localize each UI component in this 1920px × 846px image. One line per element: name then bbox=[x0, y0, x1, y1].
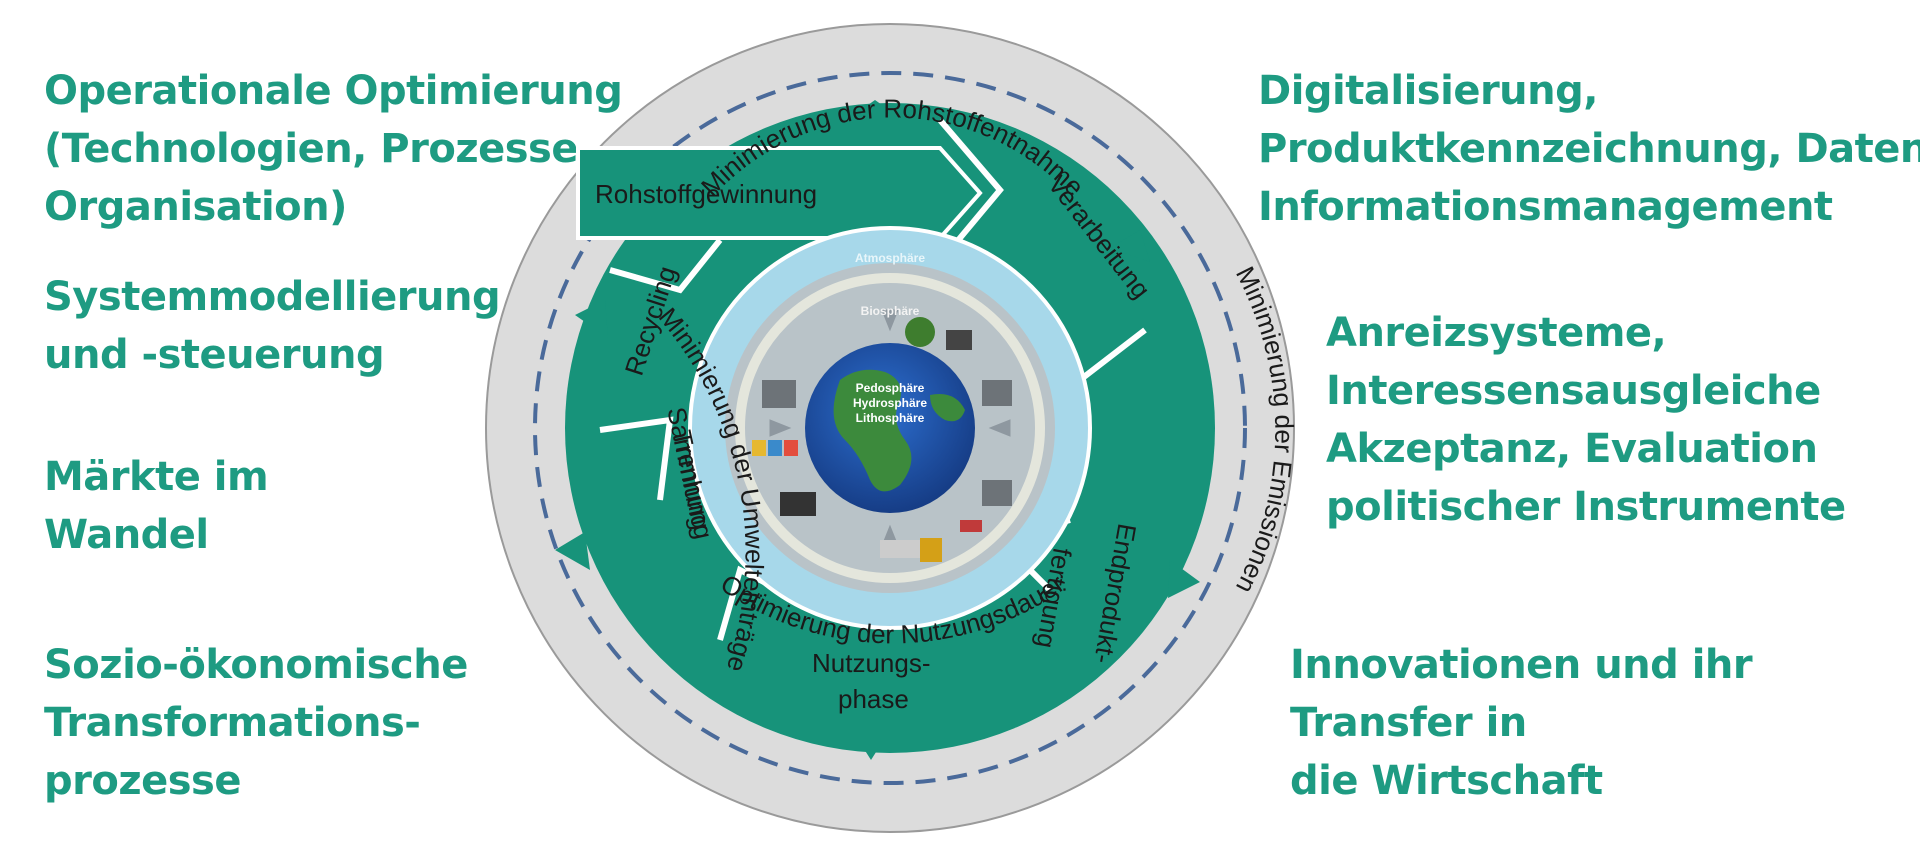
right-topic-line: Informationsmanagement bbox=[1258, 184, 1833, 230]
transport-icon bbox=[880, 540, 920, 558]
left-topic-line: Märkte im bbox=[44, 454, 269, 500]
outward-arrows bbox=[555, 100, 1200, 760]
lithosphere-label: Lithosphäre bbox=[856, 411, 925, 425]
stage-raw-extraction: Rohstoffgewinnung bbox=[595, 179, 817, 209]
building-icon bbox=[920, 538, 942, 562]
right-topic-line: Produktkennzeichnung, Daten-/ bbox=[1258, 126, 1920, 172]
industry-icons bbox=[752, 317, 1012, 562]
left-topic-line: Systemmodellierung bbox=[44, 274, 501, 320]
bin-icon bbox=[768, 440, 782, 456]
right-topic-line: Interessensausgleiche bbox=[1326, 368, 1821, 414]
left-topic-3: Märkte im Wandel bbox=[44, 448, 269, 564]
right-topic-line: Digitalisierung, bbox=[1258, 68, 1598, 114]
biosphere-label: Biosphäre bbox=[861, 304, 920, 318]
pedosphere-label: Pedosphäre bbox=[856, 381, 925, 395]
raw-material-arrow bbox=[576, 146, 983, 240]
tree-icon bbox=[905, 317, 935, 347]
earth-land bbox=[833, 369, 912, 492]
atmosphere-label: Atmosphäre bbox=[855, 251, 925, 265]
right-topic-line: Innovationen und ihr bbox=[1290, 642, 1753, 688]
right-topic-line: Transfer in bbox=[1290, 700, 1527, 746]
dashed-flow-circle bbox=[533, 71, 1247, 785]
left-topic-line: Transformations- bbox=[44, 700, 421, 746]
left-topic-line: prozesse bbox=[44, 758, 241, 804]
hydrosphere-label: Hydrosphäre bbox=[853, 396, 927, 410]
right-topic-line: die Wirtschaft bbox=[1290, 758, 1603, 804]
right-topic-line: Anreizsysteme, bbox=[1326, 310, 1667, 356]
oil-pump-icon bbox=[946, 330, 972, 350]
right-topic-1: Digitalisierung, Produktkennzeichnung, Da… bbox=[1258, 62, 1920, 236]
left-topic-line: Organisation) bbox=[44, 184, 347, 230]
left-topic-1: Operationale Optimierung (Technologien, P… bbox=[44, 62, 623, 236]
left-topic-line: Operationale Optimierung bbox=[44, 68, 623, 114]
bin-icon bbox=[784, 440, 798, 456]
bin-icon bbox=[752, 440, 766, 456]
factory-icon bbox=[762, 380, 796, 408]
recycling-plant-icon bbox=[780, 492, 816, 516]
factory-icon bbox=[982, 380, 1012, 406]
car-icon bbox=[960, 520, 982, 532]
stage-use-2: phase bbox=[838, 684, 909, 714]
left-topic-line: Sozio-ökonomische bbox=[44, 642, 468, 688]
left-topic-line: Wandel bbox=[44, 512, 209, 558]
stage-use-1: Nutzungs- bbox=[812, 648, 931, 678]
right-topic-line: Akzeptanz, Evaluation bbox=[1326, 426, 1818, 472]
factory-icon bbox=[982, 480, 1012, 506]
left-topic-2: Systemmodellierung und -steuerung bbox=[44, 268, 501, 384]
left-topic-line: (Technologien, Prozesse, bbox=[44, 126, 593, 172]
right-topic-line: politischer Instrumente bbox=[1326, 484, 1846, 530]
left-topic-line: und -steuerung bbox=[44, 332, 385, 378]
